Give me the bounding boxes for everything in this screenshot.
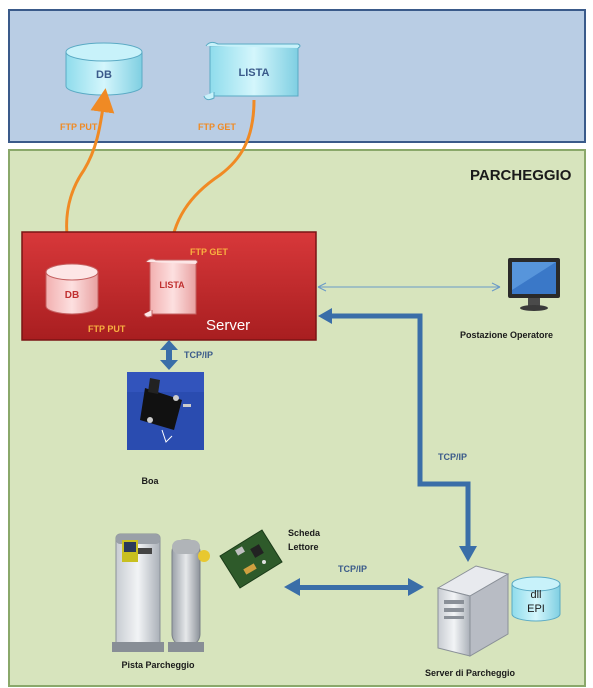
tcpip-right-label: TCP/IP	[438, 452, 467, 462]
server-label: Server	[206, 317, 250, 334]
db-top-cylinder-icon	[65, 42, 143, 96]
tcp-server-link	[330, 313, 471, 550]
tcpip-bottom-label: TCP/IP	[338, 564, 367, 574]
lista-top-label: LISTA	[239, 67, 270, 79]
dll-label-line1: dll	[530, 589, 541, 601]
server-parcheggio-label: Server di Parcheggio	[425, 668, 516, 678]
tcp-boa-arrow	[160, 340, 178, 370]
ftp-get-top-label: FTP GET	[198, 122, 236, 132]
tcp-bottom-arrow	[284, 578, 424, 596]
scheda-label-line1: Scheda	[288, 528, 321, 538]
ftp-put-top-label: FTP PUT	[60, 122, 98, 132]
tcpip-boa-label: TCP/IP	[184, 350, 213, 360]
parking-lane-terminal-icon	[112, 533, 164, 652]
ftp-put-arrow	[65, 88, 115, 263]
lista-server-label: LISTA	[159, 280, 185, 290]
db-server-cylinder-icon	[45, 263, 99, 315]
scheda-label-line2: Lettore	[288, 542, 319, 552]
ftp-get-server-label: FTP GET	[190, 247, 228, 257]
dll-label-line2: EPI	[527, 603, 545, 615]
postazione-label: Postazione Operatore	[460, 330, 553, 340]
dll-epi-cylinder-icon	[511, 576, 561, 622]
lista-top-scroll-icon	[203, 41, 301, 101]
boa-label: Boa	[141, 476, 159, 486]
reader-board-icon	[219, 529, 283, 589]
lista-server-scroll-icon	[143, 258, 198, 318]
boa-device-icon	[127, 372, 204, 450]
operator-monitor-icon	[508, 258, 560, 311]
parking-zone-title: PARCHEGGIO	[470, 167, 572, 184]
pista-label: Pista Parcheggio	[121, 660, 195, 670]
ftp-get-arrow	[158, 99, 256, 268]
db-server-label: DB	[65, 290, 79, 301]
ftp-put-server-label: FTP PUT	[88, 324, 126, 334]
db-top-label: DB	[96, 69, 112, 81]
parking-barrier-post-icon	[168, 539, 210, 652]
parking-server-tower-icon	[436, 565, 510, 657]
